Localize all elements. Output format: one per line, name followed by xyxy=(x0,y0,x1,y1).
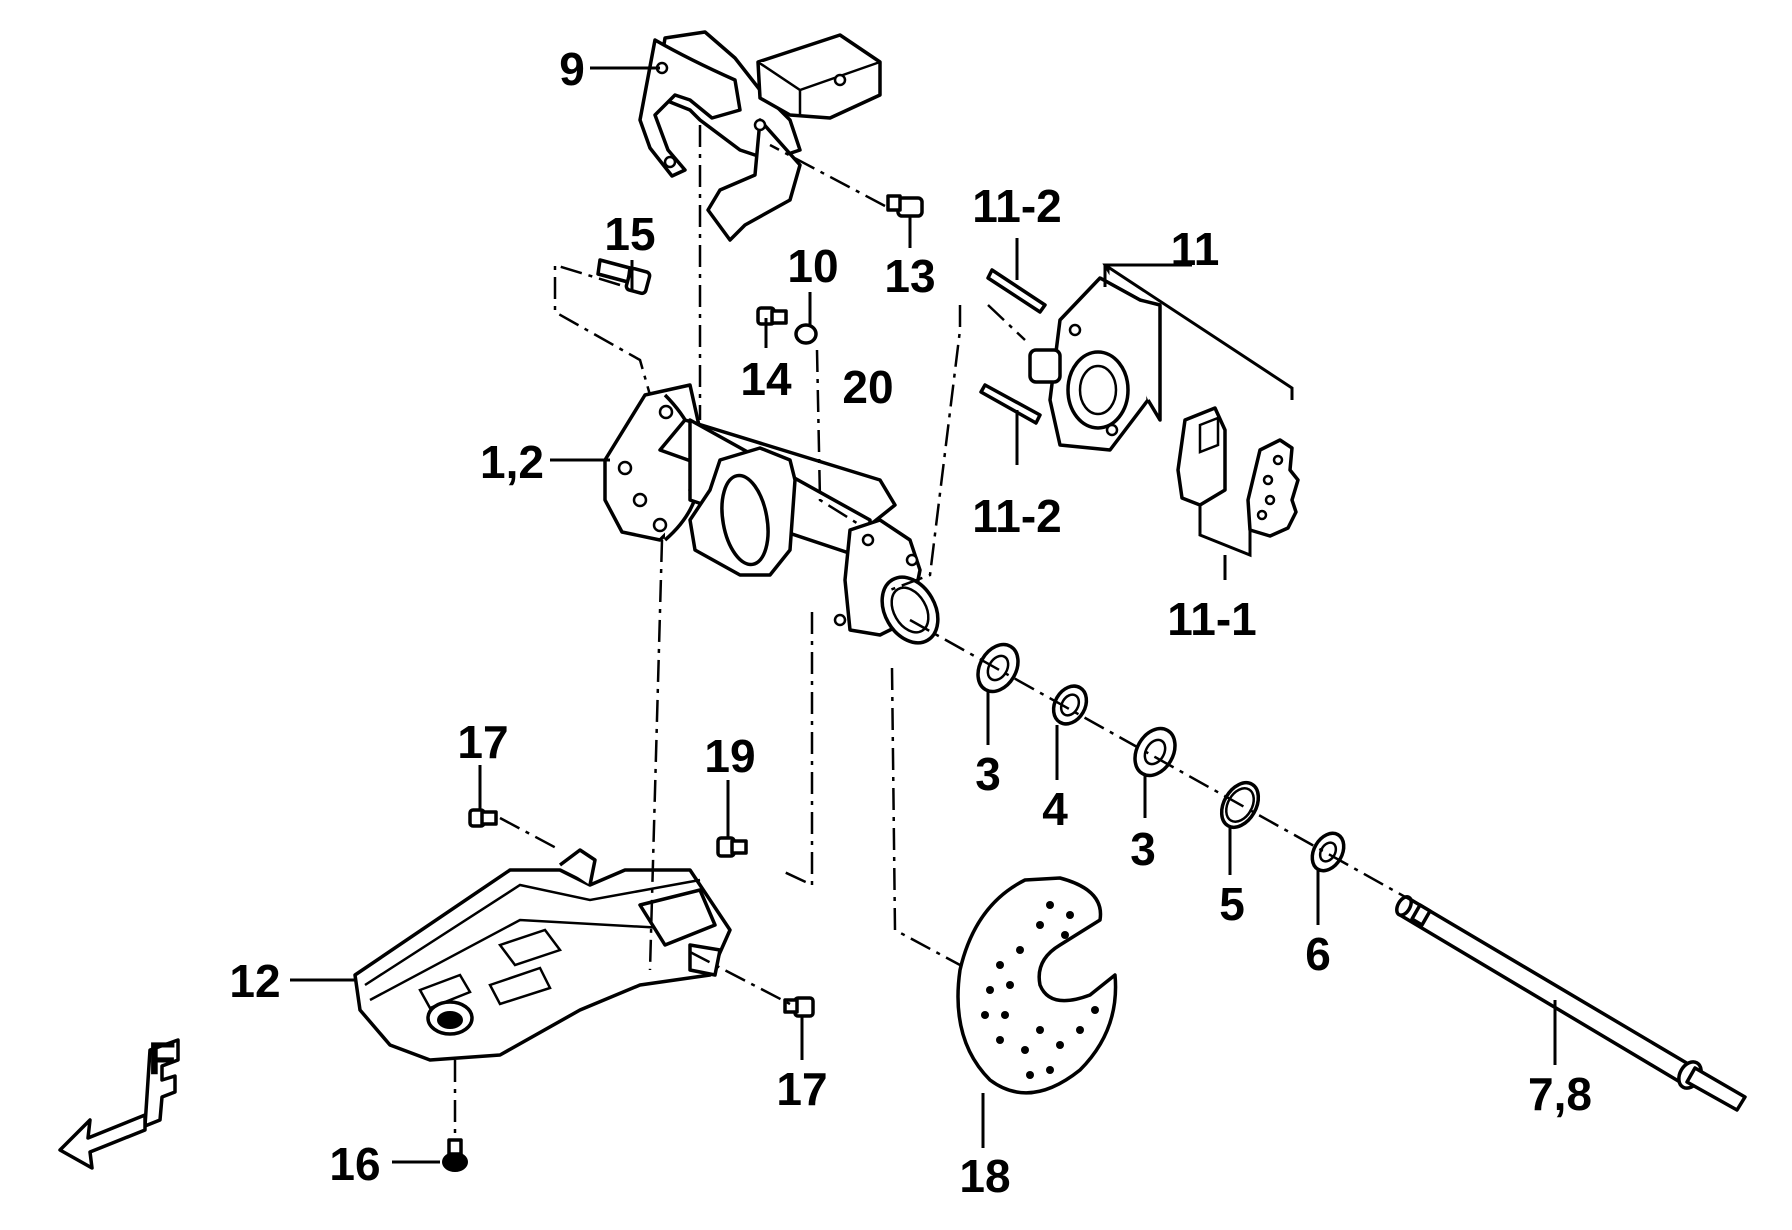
callout-7-8: 7,8 xyxy=(1528,1068,1592,1120)
callout-19: 19 xyxy=(704,730,755,782)
part-4-seal xyxy=(1051,684,1089,726)
callout-4: 4 xyxy=(1042,783,1068,835)
part-11-caliper xyxy=(1028,276,1162,452)
part-6-washer xyxy=(1310,831,1346,873)
part-1-2-axle-housing xyxy=(603,383,940,645)
callout-6: 6 xyxy=(1305,928,1331,980)
part-15-bolt xyxy=(596,258,652,296)
callout-3-right: 3 xyxy=(1130,823,1156,875)
part-17-bolt-lower xyxy=(783,996,815,1018)
callout-11-2-lower: 11-2 xyxy=(972,490,1062,542)
part-14-bolt xyxy=(756,306,788,326)
part-11-2-pin-upper xyxy=(986,268,1047,314)
callout-15: 15 xyxy=(604,208,655,260)
callout-17-upper: 17 xyxy=(457,716,508,768)
part-7-8-axle-shaft xyxy=(1395,895,1747,1112)
callout-5: 5 xyxy=(1219,878,1245,930)
callout-11-2-upper: 11-2 xyxy=(972,180,1062,232)
part-13-bolt xyxy=(886,194,924,218)
part-11-1-brake-pads xyxy=(1176,406,1300,538)
assembly-lines xyxy=(453,125,1426,1140)
callout-13: 13 xyxy=(884,250,935,302)
callout-1-2: 1,2 xyxy=(480,436,544,488)
callout-17-lower: 17 xyxy=(776,1063,827,1115)
callout-labels: 9 15 10 13 14 20 11-2 11 11-2 11-1 1,2 3… xyxy=(229,43,1592,1202)
part-11-2-pin-lower xyxy=(979,383,1042,425)
part-10-washer xyxy=(794,323,818,345)
callout-12: 12 xyxy=(229,955,280,1007)
callout-11-1: 11-1 xyxy=(1167,593,1257,645)
part-9-bracket xyxy=(638,30,882,242)
part-12-skid-plate xyxy=(353,848,732,1062)
part-17-bolt-upper xyxy=(468,808,498,828)
callout-11: 11 xyxy=(1171,223,1220,275)
callout-20: 20 xyxy=(842,361,893,413)
callout-3-left: 3 xyxy=(975,748,1001,800)
callout-9: 9 xyxy=(559,43,585,95)
part-3-bearing-right xyxy=(1133,726,1177,778)
callout-14: 14 xyxy=(740,353,792,405)
leader-lines xyxy=(290,66,1557,1164)
callout-18: 18 xyxy=(959,1150,1010,1202)
front-direction-arrow-icon: F xyxy=(58,1032,180,1170)
part-18-brake-disc xyxy=(956,876,1118,1095)
callout-16: 16 xyxy=(329,1138,380,1190)
callout-10: 10 xyxy=(787,240,838,292)
part-16-bolt xyxy=(442,1138,468,1172)
direction-mark-label: F xyxy=(148,1032,176,1084)
part-19-bolt xyxy=(716,836,748,858)
